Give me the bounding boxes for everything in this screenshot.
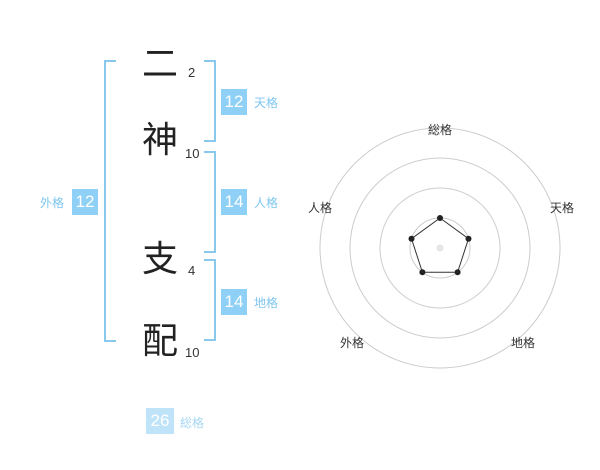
chikaku-label: 地格 (254, 296, 279, 310)
name-char-4: 配 (141, 321, 178, 362)
gaikaku-bracket (104, 60, 116, 342)
radar-label-tenkaku: 天格 (550, 201, 575, 215)
radar-label-chikaku: 地格 (511, 336, 536, 350)
stroke-count-4: 10 (185, 345, 200, 360)
jinkaku-badge: 14 (221, 189, 247, 215)
name-char-1: 二 (141, 44, 178, 85)
radar-point-2 (465, 235, 472, 242)
stroke-count-1: 2 (188, 65, 196, 80)
stroke-count-3: 4 (188, 263, 196, 278)
radar-point-4 (419, 269, 426, 276)
jinkaku-label: 人格 (254, 196, 279, 210)
radar-ring-4 (319, 127, 561, 369)
tenkaku-badge: 12 (221, 89, 247, 115)
radar-point-5 (408, 235, 415, 242)
sokaku-badge: 26 (146, 408, 174, 434)
name-char-2: 神 (141, 120, 178, 161)
radar-center-dot (436, 244, 444, 252)
radar-ring-3 (349, 157, 531, 339)
tenkaku-label: 天格 (254, 96, 279, 110)
jinkaku-bracket (204, 151, 216, 253)
radar-label-jinkaku: 人格 (308, 201, 333, 215)
name-char-3: 支 (141, 239, 178, 280)
chikaku-bracket (204, 259, 216, 341)
radar-ring-2 (379, 187, 501, 309)
radar-point-3 (454, 269, 461, 276)
gaikaku-label: 外格 (40, 196, 65, 210)
radar-label-gaikaku: 外格 (340, 336, 365, 350)
radar-point-1 (437, 215, 443, 221)
radar-polygon (410, 217, 470, 273)
gaikaku-badge: 12 (72, 189, 98, 215)
stroke-count-2: 10 (185, 146, 200, 161)
sokaku-label: 総格 (180, 416, 205, 430)
chikaku-badge: 14 (221, 289, 247, 315)
tenkaku-bracket (204, 60, 216, 142)
radar-label-sokaku: 総格 (428, 123, 453, 137)
